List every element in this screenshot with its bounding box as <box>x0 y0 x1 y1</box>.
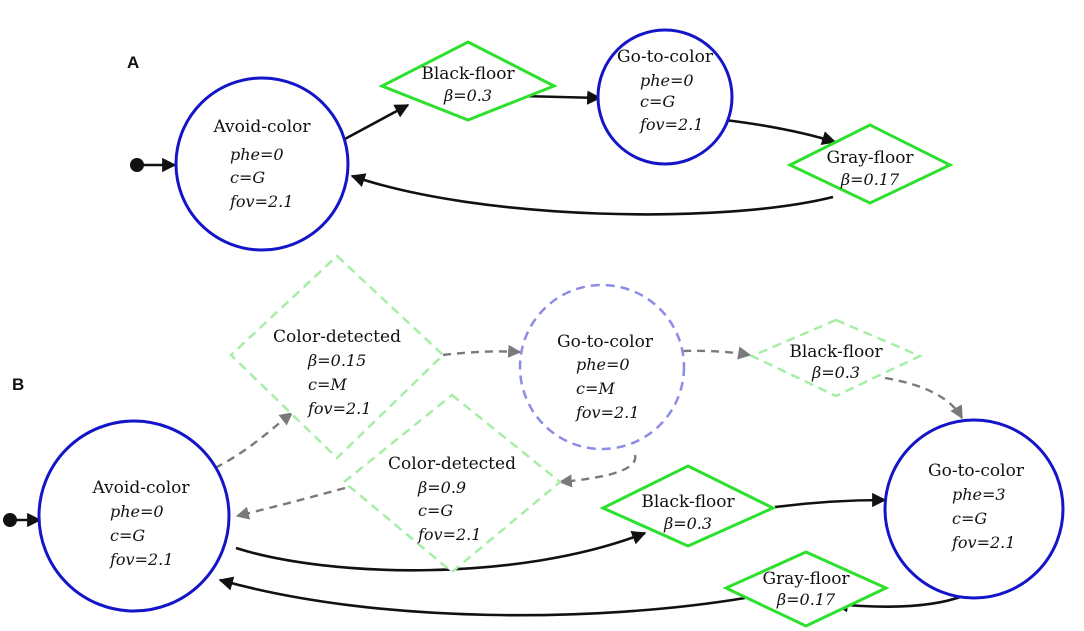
condition-title: Color-detected <box>273 327 401 347</box>
state-avoid-color-a: Avoid-color phe=0 c=G fov=2.1 <box>174 76 350 252</box>
edge-black-to-goto-a <box>520 90 602 105</box>
edge-goto1-to-black1-b <box>682 346 752 360</box>
condition-beta: β=0.15 <box>307 351 366 370</box>
state-go-to-color-1-b: Go-to-color phe=0 c=M fov=2.1 <box>518 283 686 451</box>
condition-title: Black-floor <box>421 64 515 84</box>
condition-beta: β=0.17 <box>840 170 900 189</box>
state-param-fov: fov=2.1 <box>109 550 173 569</box>
state-param-phe: phe=3 <box>952 485 1006 504</box>
edge-colordetected1-to-goto1-b <box>442 344 522 358</box>
state-title: Go-to-color <box>928 461 1025 481</box>
condition-title: Color-detected <box>388 454 516 474</box>
edge-avoid-to-black2-b <box>235 531 647 572</box>
condition-color-detected-2-b: Color-detected β=0.9 c=G fov=2.1 <box>342 393 562 574</box>
state-go-to-color-2-b: Go-to-color phe=3 c=G fov=2.1 <box>883 418 1065 600</box>
state-param-fov: fov=2.1 <box>229 192 293 211</box>
state-param-c: c=G <box>640 92 675 111</box>
condition-color-detected-1-b: Color-detected β=0.15 c=M fov=2.1 <box>229 254 445 460</box>
state-param-fov: fov=2.1 <box>639 115 703 134</box>
panel-label-b: B <box>12 375 24 394</box>
edge-gray-to-avoid-a <box>350 173 834 216</box>
edges-panel-a <box>133 90 837 216</box>
edge-avoid-to-black-a <box>342 103 410 142</box>
condition-title: Gray-floor <box>826 148 914 168</box>
condition-beta: β=0.3 <box>443 86 492 105</box>
condition-fov: fov=2.1 <box>417 525 481 544</box>
condition-beta: β=0.3 <box>663 514 712 533</box>
condition-beta: β=0.9 <box>417 478 466 497</box>
edge-colordetected2-to-avoid-b <box>235 486 346 520</box>
condition-title: Gray-floor <box>762 569 850 589</box>
state-param-c: c=M <box>576 379 615 398</box>
state-param-phe: phe=0 <box>110 502 164 521</box>
state-avoid-color-b: Avoid-color phe=0 c=G fov=2.1 <box>37 419 231 613</box>
edge-gray-to-avoid-b <box>218 576 746 617</box>
edge-avoid-to-colordetected1-b <box>214 412 294 470</box>
state-param-phe: phe=0 <box>640 71 694 90</box>
state-param-c: c=G <box>952 509 987 528</box>
edge-black1-to-goto2-b <box>884 376 964 420</box>
edge-goto-to-gray-a <box>724 118 837 146</box>
condition-gray-floor-b: Gray-floor β=0.17 <box>722 550 890 628</box>
panel-label-a: A <box>127 53 139 72</box>
condition-black-floor-2-b: Black-floor β=0.3 <box>599 464 777 548</box>
state-title: Avoid-color <box>212 117 311 137</box>
state-param-c: c=G <box>110 526 145 545</box>
edge-goto2-to-gray-b <box>833 594 964 613</box>
initial-dot-b <box>3 513 17 527</box>
condition-c: c=M <box>308 375 347 394</box>
state-param-fov: fov=2.1 <box>575 403 639 422</box>
state-title: Go-to-color <box>617 47 714 67</box>
condition-title: Black-floor <box>789 342 883 362</box>
initial-dot-a <box>130 158 144 172</box>
edge-goto1-to-colordetected2-b <box>558 454 637 488</box>
state-param-phe: phe=0 <box>576 355 630 374</box>
state-param-fov: fov=2.1 <box>951 533 1015 552</box>
condition-c: c=G <box>418 501 453 520</box>
state-title: Go-to-color <box>557 332 654 352</box>
condition-black-floor-1-b: Black-floor β=0.3 <box>748 318 924 398</box>
state-title: Avoid-color <box>91 478 190 498</box>
edges-panel-b-inactive <box>214 344 964 520</box>
condition-beta: β=0.17 <box>776 590 836 609</box>
state-param-phe: phe=0 <box>230 145 284 164</box>
condition-title: Black-floor <box>641 492 735 512</box>
edge-black2-to-goto2-b <box>774 492 887 509</box>
condition-beta: β=0.3 <box>811 363 860 382</box>
condition-gray-floor-a: Gray-floor β=0.17 <box>786 123 954 205</box>
edges-panel-b <box>12 492 964 617</box>
condition-black-floor-a: Black-floor β=0.3 <box>378 40 558 122</box>
state-param-c: c=G <box>230 168 265 187</box>
condition-fov: fov=2.1 <box>307 399 371 418</box>
state-go-to-color-a: Go-to-color phe=0 c=G fov=2.1 <box>596 28 734 166</box>
